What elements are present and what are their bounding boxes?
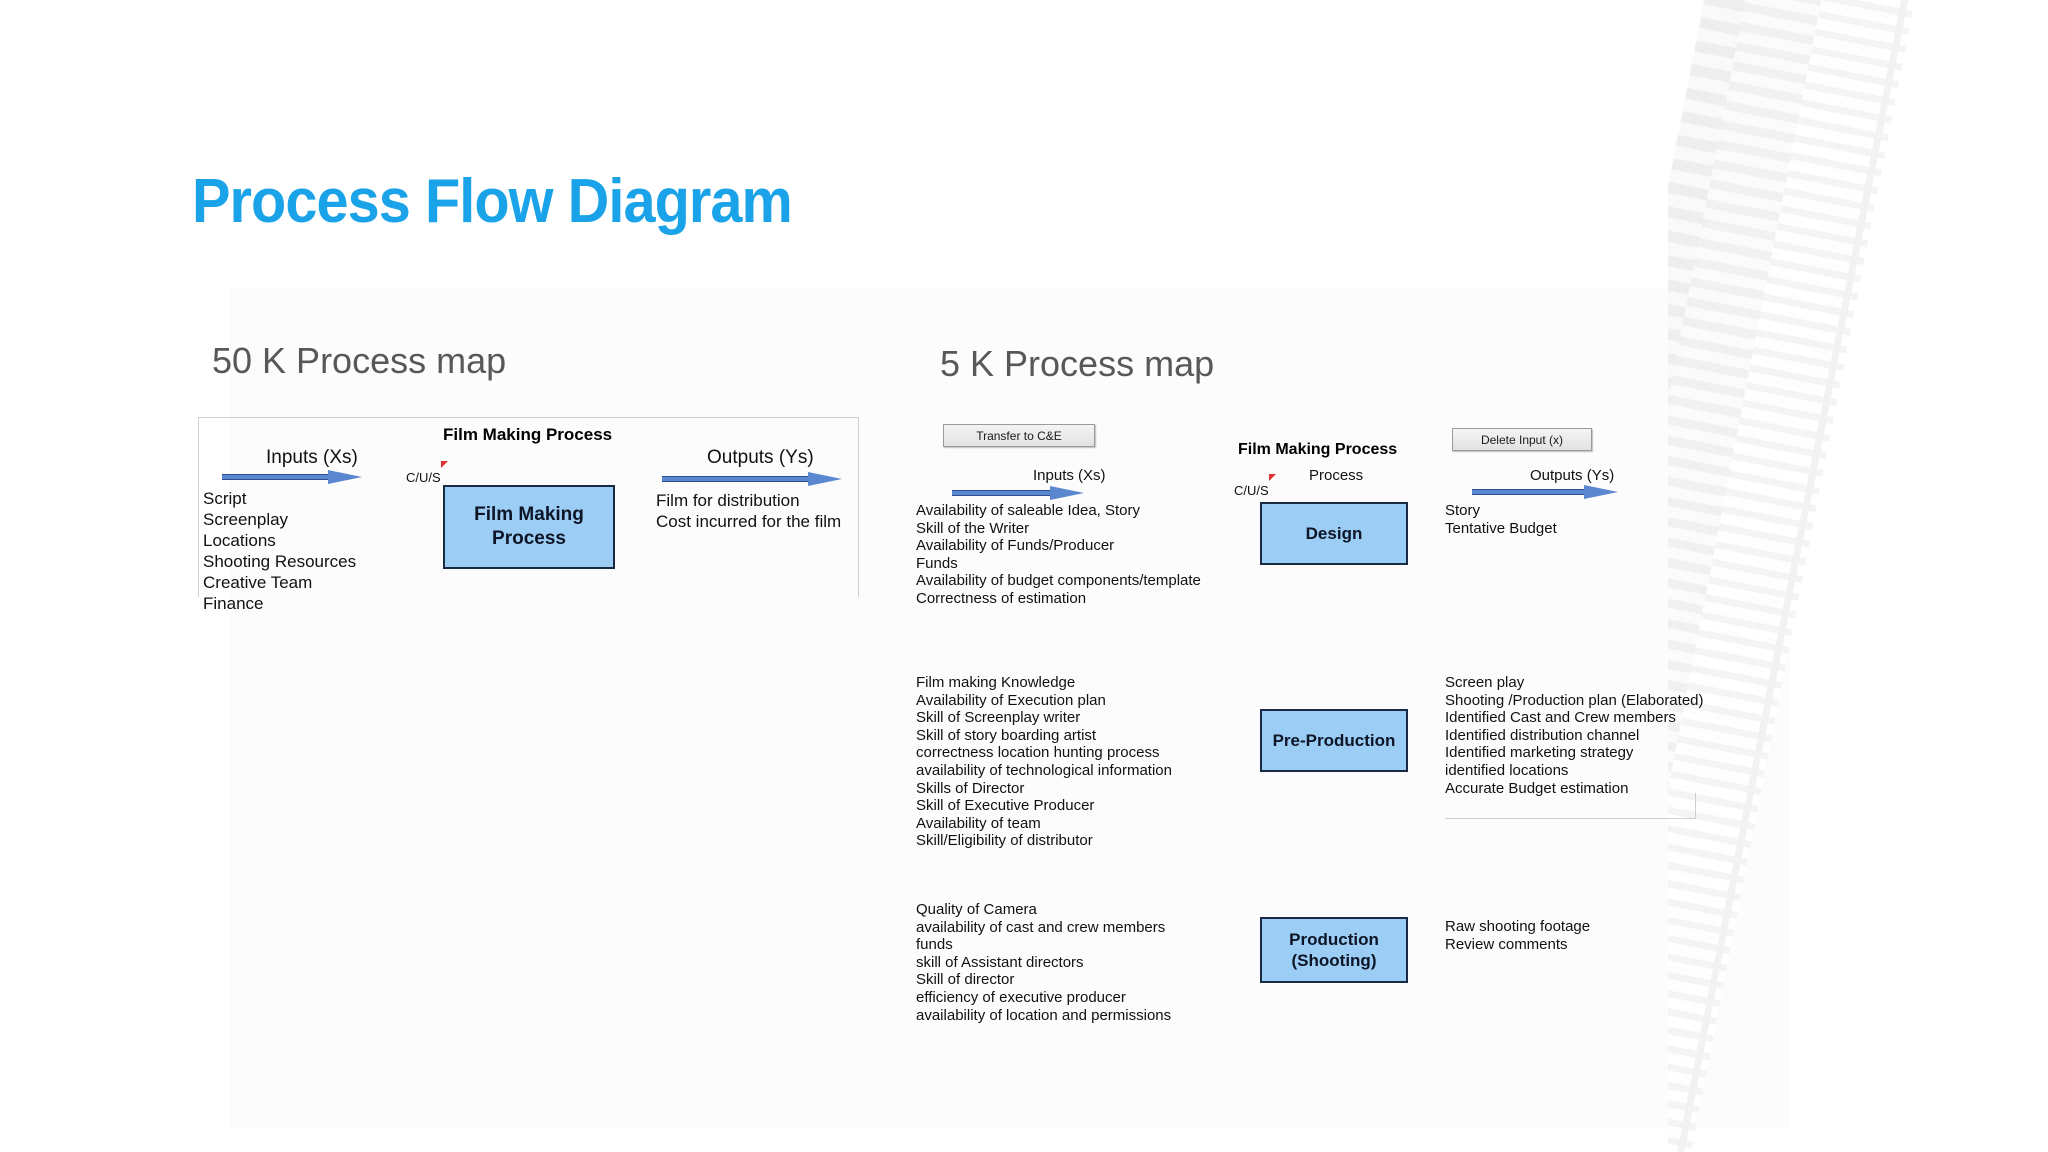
left-process-box-label: Film Making Process — [474, 504, 584, 549]
left-input-item[interactable]: Shooting Resources — [203, 552, 357, 571]
left-input-item[interactable]: Locations — [203, 531, 276, 550]
left-frame-right — [858, 417, 859, 597]
row-0-output-item[interactable]: Tentative Budget — [1445, 519, 1557, 537]
right-cus-label: C/U/S — [1234, 474, 1276, 498]
row-1-output-item[interactable]: Identified distribution channel — [1445, 726, 1640, 744]
row-0-output-item[interactable]: Story — [1445, 502, 1481, 519]
delete-input-button[interactable]: Delete Input (x) — [1452, 428, 1592, 451]
left-diagram-title: Film Making Process — [443, 425, 613, 444]
row-1-input-item[interactable]: Skill of Executive Producer — [916, 797, 1095, 815]
row-2-input-item[interactable]: efficiency of executive producer — [916, 988, 1126, 1006]
row-1-output-item[interactable]: Identified marketing strategy — [1445, 744, 1634, 762]
right-cus-flag-icon — [1268, 474, 1276, 481]
row-1-input-item[interactable]: Availability of team — [916, 814, 1041, 832]
row-1-output-item[interactable]: identified locations — [1445, 761, 1569, 779]
row-2-input-item[interactable]: Quality of Camera — [916, 901, 1037, 918]
row-1-input-item[interactable]: availability of technological informatio… — [916, 761, 1172, 779]
row-1-separator — [1445, 818, 1695, 819]
left-output-item[interactable]: Cost incurred for the film — [656, 512, 842, 531]
row-1-input-item[interactable]: Availability of Execution plan — [916, 691, 1106, 709]
right-inputs-arrow — [952, 486, 1084, 500]
row-2-process-label: Production (Shooting) — [1289, 929, 1379, 970]
row-1-input-item[interactable]: Skill/Eligibility of distributor — [916, 832, 1093, 850]
row-2-output-item[interactable]: Raw shooting footage — [1445, 918, 1591, 935]
row-1-separator-tick — [1695, 793, 1696, 819]
row-0-input-item[interactable]: Skill of the Writer — [916, 519, 1030, 537]
section-heading-50k: 50 K Process map — [212, 340, 507, 381]
left-input-item[interactable]: Finance — [203, 594, 264, 613]
row-1-output-item[interactable]: Screen play — [1445, 674, 1525, 691]
section-heading-5k: 5 K Process map — [940, 343, 1215, 384]
row-2-input-item[interactable]: availability of location and permissions — [916, 1006, 1172, 1024]
left-output-item[interactable]: Film for distribution — [656, 491, 800, 510]
transfer-to-cne-button[interactable]: Transfer to C&E — [943, 424, 1095, 447]
right-process-label: Process — [1309, 467, 1364, 484]
row-1-input-item[interactable]: Skills of Director — [916, 779, 1025, 797]
right-outputs-arrow — [1472, 485, 1618, 499]
page-title: Process Flow Diagram — [192, 167, 793, 236]
left-inputs-label: Inputs (Xs) — [266, 447, 358, 468]
left-input-item[interactable]: Screenplay — [203, 510, 289, 529]
row-1-process-label: Pre-Production — [1272, 730, 1396, 750]
left-frame-left — [198, 417, 199, 597]
row-2-process-box[interactable]: Production (Shooting) — [1260, 917, 1408, 983]
row-1-output-item[interactable]: Identified Cast and Crew members — [1445, 709, 1676, 727]
left-frame-top — [198, 417, 858, 418]
row-0-input-item[interactable]: Correctness of estimation — [916, 589, 1087, 607]
left-inputs-arrow — [222, 470, 362, 484]
row-2-input-item[interactable]: funds — [916, 936, 953, 954]
row-0-input-item[interactable]: Availability of Funds/Producer — [916, 537, 1115, 555]
left-outputs-arrow — [662, 472, 842, 486]
row-1-input-item[interactable]: Skill of Screenplay writer — [916, 709, 1081, 727]
row-2-output-item[interactable]: Review comments — [1445, 935, 1568, 953]
left-input-item[interactable]: Creative Team — [203, 573, 313, 592]
row-1-input-item[interactable]: correctness location hunting process — [916, 744, 1160, 762]
row-2-input-item[interactable]: Skill of director — [916, 971, 1015, 989]
row-1-input-item[interactable]: Skill of story boarding artist — [916, 726, 1097, 744]
row-0-process-box[interactable]: Design — [1260, 502, 1408, 565]
row-1-output-item[interactable]: Accurate Budget estimation — [1445, 779, 1629, 797]
left-cus-flag-icon — [440, 461, 448, 468]
row-2-input-item[interactable]: availability of cast and crew members — [916, 918, 1166, 936]
left-process-box[interactable]: Film Making Process — [443, 485, 615, 569]
row-0-input-item[interactable]: Availability of budget components/templa… — [916, 572, 1201, 590]
right-outputs-label: Outputs (Ys) — [1530, 467, 1615, 484]
row-1-output-item[interactable]: Shooting /Production plan (Elaborated) — [1445, 691, 1704, 709]
left-input-item[interactable]: Script — [203, 489, 247, 508]
left-outputs-label: Outputs (Ys) — [707, 447, 814, 468]
right-cus-text: C/U/S — [1234, 483, 1269, 498]
right-inputs-label: Inputs (Xs) — [1033, 467, 1106, 484]
row-1-process-box[interactable]: Pre-Production — [1260, 709, 1408, 772]
right-diagram-title: Film Making Process — [1238, 441, 1398, 458]
row-0-input-item[interactable]: Availability of saleable Idea, Story — [916, 502, 1141, 519]
left-cus-text: C/U/S — [406, 470, 441, 485]
row-0-process-label: Design — [1305, 523, 1363, 543]
left-cus-label: C/U/S — [406, 461, 448, 485]
row-1-input-item[interactable]: Film making Knowledge — [916, 674, 1076, 691]
row-2-input-item[interactable]: skill of Assistant directors — [916, 953, 1084, 971]
row-0-input-item[interactable]: Funds — [916, 554, 958, 572]
